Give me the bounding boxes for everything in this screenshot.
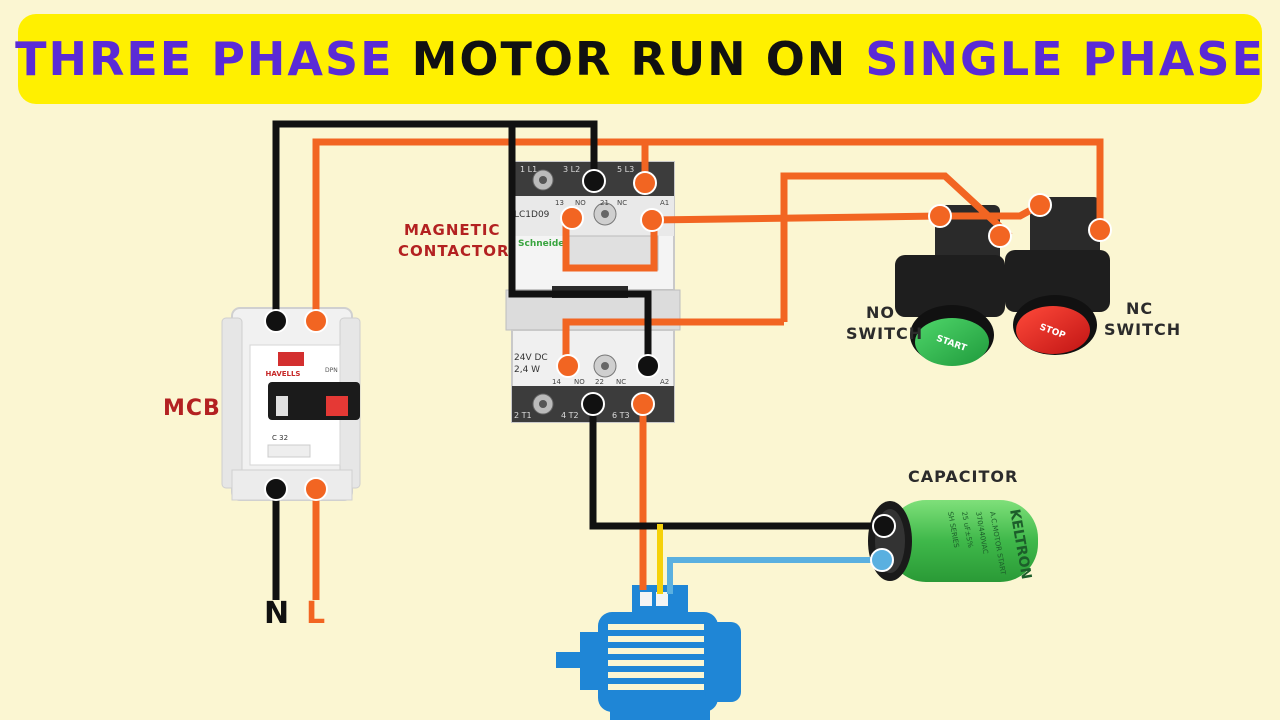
contactor-top-terminal-label: 1 L1 — [520, 165, 537, 174]
nc-switch-label-line1: NC — [1126, 299, 1154, 318]
motor-fin — [608, 660, 704, 666]
contactor-aux-bottom-label: NO — [574, 378, 585, 386]
contactor-aux-bottom-label: 22 — [595, 378, 604, 386]
no-switch-label-line2: SWITCH — [846, 324, 924, 343]
contactor-bottom-terminal-label: 2 T1 — [514, 411, 532, 420]
wire-no-switch-link — [780, 172, 1013, 322]
push-buttons: START STOP — [895, 197, 1110, 366]
title-banner: THREE PHASE MOTOR RUN ON SINGLE PHASE — [15, 14, 1265, 104]
mcb-live-top-terminal — [304, 309, 328, 333]
live-label: L — [306, 596, 326, 631]
contactor-l3-terminal — [633, 171, 657, 195]
contactor-aux-top-label: 13 — [555, 199, 564, 207]
contactor-aux-bottom-label: A2 — [660, 378, 669, 386]
wire-capacitor-motor — [667, 557, 882, 594]
contactor-bottom-terminal-label: 4 T2 — [561, 411, 579, 420]
terminal-dots — [264, 169, 1112, 572]
capacitor-terminal-2 — [870, 548, 894, 572]
contactor-13-terminal — [560, 206, 584, 230]
mcb-brand: HAVELLS — [266, 370, 301, 378]
no-switch-terminal-1 — [928, 204, 952, 228]
title-part-single-phase: SINGLE PHASE — [865, 32, 1265, 86]
mcb-neutral-top-terminal — [264, 309, 288, 333]
wire-neutral-a2 — [508, 124, 652, 366]
capacitor-terminal-1 — [872, 514, 896, 538]
mcb-type: DPN — [325, 367, 338, 374]
start-button[interactable] — [915, 318, 989, 366]
contactor-top-terminal-label: 5 L3 — [617, 165, 634, 174]
capacitor-label: CAPACITOR — [908, 467, 1019, 486]
page-title: THREE PHASE MOTOR RUN ON SINGLE PHASE — [15, 32, 1265, 86]
mcb-rating: C 32 — [272, 434, 288, 442]
title-part-motor-run: MOTOR RUN ON — [393, 32, 866, 86]
contactor-14-terminal — [556, 354, 580, 378]
contactor-label-line2: CONTACTOR — [398, 242, 510, 260]
wire-neutral-motor-cap — [589, 404, 884, 530]
contactor-a1-terminal — [640, 208, 664, 232]
contactor-label-line1: MAGNETIC — [404, 221, 501, 239]
contactor-aux-top-label: A1 — [660, 199, 669, 207]
contactor-aux-top-label: 21 — [600, 199, 609, 207]
stop-button[interactable] — [1016, 306, 1090, 354]
no-switch-label-line1: NO — [866, 303, 895, 322]
contactor-t3-terminal — [631, 392, 655, 416]
wire-hold-contact — [562, 318, 784, 366]
mcb-live-bottom-terminal — [304, 477, 328, 501]
contactor-top-terminal-label: 3 L2 — [563, 165, 580, 174]
motor-fin — [608, 648, 704, 654]
contactor-aux-bottom-label: NC — [616, 378, 626, 386]
motor-fin — [608, 624, 704, 630]
mcb-neutral-bottom-terminal — [264, 477, 288, 501]
title-part-three-phase: THREE PHASE — [15, 32, 394, 86]
wire-a1-to-nc-switch — [651, 212, 941, 224]
contactor-brand: Schneider — [518, 239, 569, 249]
motor-fin — [608, 672, 704, 678]
nc-switch-label-line2: SWITCH — [1104, 320, 1182, 339]
wire-neutral-mcb-to-contactor — [272, 120, 598, 320]
motor-fin — [608, 684, 704, 690]
neutral-label: N — [264, 596, 290, 631]
contactor-aux-top-label: NO — [575, 199, 586, 207]
contactor-model: LC1D09 — [514, 210, 550, 220]
contactor-aux-top-label: NC — [617, 199, 627, 207]
contactor-aux-bottom-label: 14 — [552, 378, 561, 386]
mcb-device: HAVELLS DPN C 32 — [221, 307, 361, 501]
wire-live-mcb-to-contactor — [312, 138, 1104, 320]
contactor-bottom-terminal-label: 6 T3 — [612, 411, 630, 420]
contactor-l2-terminal — [582, 169, 606, 193]
nc-switch-terminal-2 — [1088, 218, 1112, 242]
contactor-coil-power: 2,4 W — [514, 365, 540, 375]
contactor-coil-voltage: 24V DC — [514, 353, 548, 363]
nc-switch-terminal-1 — [1028, 193, 1052, 217]
no-switch-terminal-2 — [988, 224, 1012, 248]
motor-fin — [608, 636, 704, 642]
motor — [556, 585, 741, 720]
contactor-t2-terminal — [581, 392, 605, 416]
contactor-a2-terminal — [636, 354, 660, 378]
mcb-label: MCB — [163, 396, 221, 421]
